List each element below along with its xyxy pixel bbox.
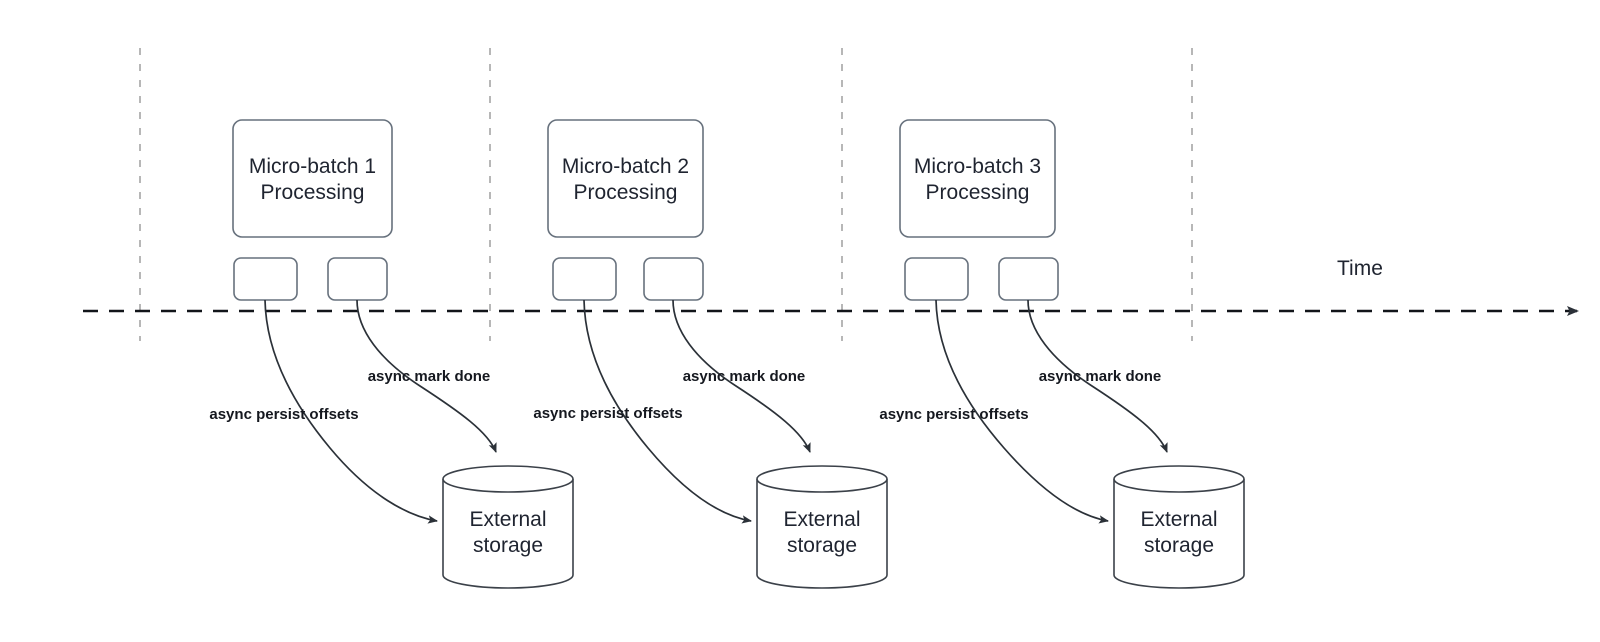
external-storage-2-top-ellipse [756, 478, 888, 493]
micro-batch-2-processing-label-line1: Micro-batch 2 [562, 155, 689, 178]
edge-async-mark-done-3-label: async mark done [1039, 368, 1162, 385]
edge-async-persist-offsets-1 [264, 299, 438, 524]
edge-async-mark-done-3 [1027, 299, 1168, 453]
edge-async-persist-offsets-3 [935, 299, 1109, 524]
edge-async-persist-offsets-2-label: async persist offsets [533, 405, 682, 422]
task-box-mark-done-1[interactable] [327, 257, 388, 301]
external-storage-2-label-line2: storage [787, 534, 857, 557]
task-box-persist-3[interactable] [904, 257, 969, 301]
micro-batch-3-processing-label-line1: Micro-batch 3 [914, 155, 1041, 178]
edge-async-mark-done-1 [356, 299, 497, 453]
edge-async-persist-offsets-3-label: async persist offsets [879, 406, 1028, 423]
external-storage-3-label-line1: External [1140, 508, 1217, 531]
edge-async-persist-offsets-2 [583, 299, 752, 524]
edge-async-mark-done-2-label: async mark done [683, 368, 806, 385]
external-storage-2-label-line1: External [783, 508, 860, 531]
task-box-mark-done-2[interactable] [643, 257, 704, 301]
edge-async-mark-done-1-label: async mark done [368, 368, 491, 385]
micro-batch-2-processing[interactable] [547, 119, 704, 238]
micro-batch-1-processing-label-line1: Micro-batch 1 [249, 155, 376, 178]
task-box-mark-done-3[interactable] [998, 257, 1059, 301]
external-storage-1-body[interactable] [442, 465, 574, 589]
external-storage-1-label-line2: storage [473, 534, 543, 557]
micro-batch-1-processing[interactable] [232, 119, 393, 238]
time-axis-layer: Time [83, 257, 1579, 316]
external-storage-1-label-line1: External [469, 508, 546, 531]
micro-batch-3-processing-label-line2: Processing [926, 181, 1030, 204]
external-storage-3-label-line2: storage [1144, 534, 1214, 557]
external-storage-2-body[interactable] [756, 465, 888, 589]
external-storage-3-body[interactable] [1113, 465, 1245, 589]
external-storage-1-top-ellipse [442, 478, 574, 493]
task-box-persist-2[interactable] [552, 257, 617, 301]
micro-batch-2-processing-label-line2: Processing [574, 181, 678, 204]
edge-async-persist-offsets-1-label: async persist offsets [209, 406, 358, 423]
micro-batch-3-processing[interactable] [899, 119, 1056, 238]
tick-lines-layer [139, 48, 1193, 341]
time-axis-label: Time [1337, 257, 1383, 280]
task-box-persist-1[interactable] [233, 257, 298, 301]
micro-batch-1-processing-label-line2: Processing [261, 181, 365, 204]
edge-async-mark-done-2 [672, 299, 811, 453]
external-storage-3-top-ellipse [1113, 478, 1245, 493]
